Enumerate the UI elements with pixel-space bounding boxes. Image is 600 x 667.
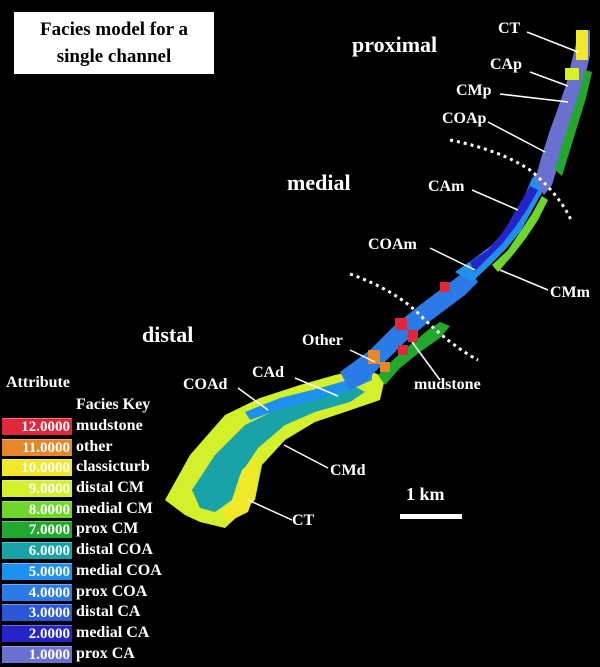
label-cmm: CMm	[550, 284, 590, 301]
zone-medial-label: medial	[287, 170, 351, 195]
legend-name: prox COA	[76, 582, 148, 600]
label-ct-bottom: CT	[292, 512, 315, 529]
legend-swatch: 1.0000	[2, 645, 72, 663]
legend-swatch: 3.0000	[2, 604, 72, 622]
label-other: Other	[302, 332, 343, 349]
leader-ct-top	[526, 31, 579, 53]
mudstone-patch-2	[408, 330, 418, 342]
label-cmp: CMp	[456, 82, 492, 99]
legend-name: classicturb	[76, 458, 150, 476]
proximal-medial-boundary	[449, 138, 574, 223]
legend-facies-key-heading: Facies Key	[76, 396, 151, 413]
zone-distal-label: distal	[142, 322, 194, 347]
legend-swatch: 2.0000	[2, 624, 72, 642]
label-cap: CAp	[490, 56, 523, 73]
label-ct-top: CT	[498, 20, 521, 37]
cap-patch	[565, 68, 579, 80]
leader-cmp	[499, 93, 569, 103]
leader-other	[349, 349, 376, 363]
leader-cad	[294, 377, 339, 397]
legend-name: medial CA	[76, 623, 150, 641]
label-cad: CAd	[252, 364, 285, 381]
legend-name: distal COA	[76, 541, 153, 559]
scale-bar	[400, 514, 462, 519]
label-mudstone: mudstone	[414, 376, 481, 393]
legend-swatch: 6.0000	[2, 542, 72, 560]
label-coap: COAp	[442, 110, 487, 127]
legend-swatch: 5.0000	[2, 562, 72, 580]
legend-name: mudstone	[76, 417, 143, 434]
ct-top-patch	[576, 30, 588, 60]
leader-coam	[429, 247, 476, 271]
legend-name: other	[76, 437, 113, 455]
proximal-cm-edge	[555, 70, 592, 176]
legend-swatch: 4.0000	[2, 583, 72, 601]
legend-swatch: 7.0000	[2, 521, 72, 539]
mudstone-patch-4	[440, 282, 450, 292]
ct-bottom-patch	[222, 456, 258, 522]
zone-proximal-label: proximal	[352, 32, 438, 57]
leader-mudstone	[411, 341, 441, 381]
scale-bar-label: 1 km	[406, 484, 445, 504]
mudstone-patch-1	[395, 318, 407, 330]
other-patch-2	[380, 362, 390, 372]
legend-swatch: 10.0000	[2, 459, 72, 477]
legend-swatch: 12.0000	[2, 418, 72, 435]
leader-cmm	[499, 269, 549, 291]
distal-ca-ribbon	[245, 370, 372, 420]
legend-name: medial COA	[76, 561, 162, 579]
medial-cm-edge-lower	[378, 322, 450, 385]
legend-name: prox CM	[76, 520, 139, 538]
label-coad: COAd	[183, 376, 228, 393]
leader-cap	[529, 71, 569, 87]
legend-name: distal CM	[76, 479, 144, 497]
label-cmd: CMd	[330, 462, 366, 479]
title-box: Facies model for a single channel	[14, 12, 214, 74]
legend-attribute-heading: Attribute	[6, 374, 70, 391]
medial-ca-core	[470, 186, 538, 272]
legend-name: distal CA	[76, 603, 141, 621]
medial-distal-boundary	[349, 272, 479, 362]
label-coam: COAm	[368, 236, 417, 253]
legend-name: prox CA	[76, 644, 135, 662]
title-line-2: single channel	[56, 46, 172, 67]
leader-ct-bottom	[247, 499, 293, 521]
legend-swatch: 11.0000	[2, 438, 72, 456]
label-cam: CAm	[428, 178, 465, 195]
title-line-1: Facies model for a	[40, 19, 188, 40]
leader-cmd	[283, 444, 329, 469]
leader-coad	[237, 387, 269, 411]
leader-coap	[487, 121, 546, 153]
medial-cm-edge	[492, 196, 548, 272]
legend-swatch: 9.0000	[2, 480, 72, 498]
leader-cam	[471, 189, 519, 211]
distal-coa-core	[192, 385, 365, 512]
mudstone-patch-3	[398, 345, 408, 355]
legend-swatch: 8.0000	[2, 500, 72, 518]
legend-name: medial CM	[76, 499, 153, 517]
